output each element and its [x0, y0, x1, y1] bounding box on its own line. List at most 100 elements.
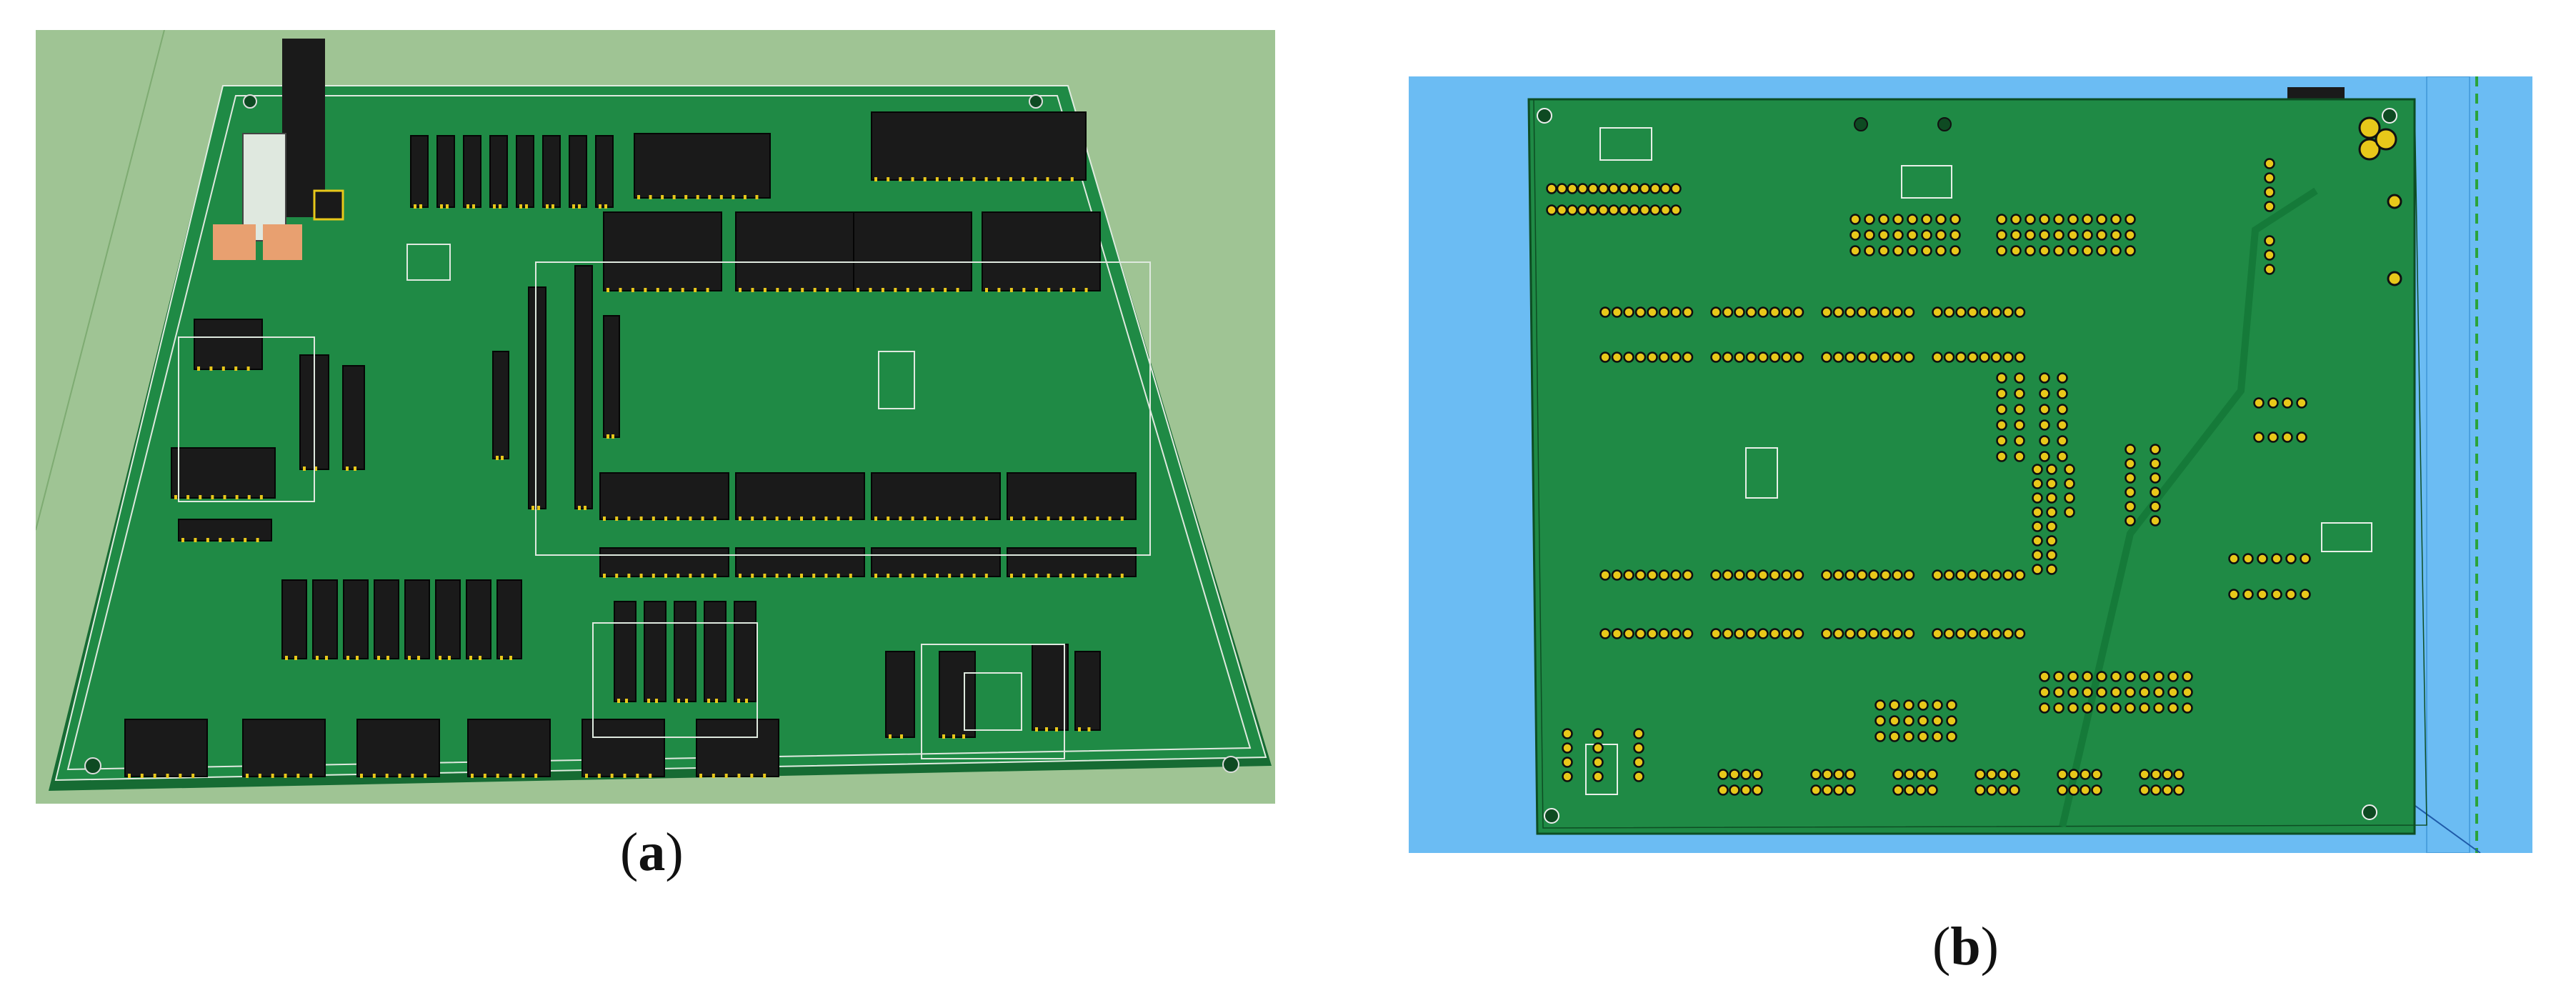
logo-mark	[1745, 447, 1778, 499]
header-pin	[952, 734, 955, 739]
header-pin	[689, 574, 692, 578]
pad	[1856, 351, 1868, 363]
pad	[2091, 769, 2102, 780]
header-pin	[776, 288, 779, 292]
logo-mark	[964, 672, 1022, 731]
module-outline	[535, 261, 1151, 556]
header-pin	[623, 774, 626, 778]
pad	[1562, 771, 1573, 782]
pad	[2182, 702, 2193, 714]
pad	[1844, 569, 1856, 581]
header-pin	[751, 517, 754, 521]
pad	[1670, 204, 1682, 216]
power-pad	[2387, 271, 2402, 286]
pin-row	[599, 547, 729, 577]
header-pin	[812, 517, 816, 521]
pad	[1659, 183, 1672, 194]
header-pin	[669, 288, 672, 292]
pad	[1729, 784, 1740, 796]
pad	[2125, 515, 2136, 527]
pad	[2039, 435, 2050, 446]
pad	[1647, 569, 1658, 581]
pad	[2096, 702, 2107, 714]
header-pin	[1070, 177, 1074, 181]
pad	[2150, 784, 2162, 796]
pad	[2150, 769, 2162, 780]
header-pin	[1058, 177, 1062, 181]
header-pin	[655, 699, 658, 703]
jumper-header	[435, 579, 461, 659]
jumper-header	[466, 579, 491, 659]
pad	[1879, 351, 1892, 363]
pad	[2014, 451, 2025, 462]
header-pin	[509, 774, 512, 778]
pad	[2150, 515, 2161, 527]
terminal-connector	[242, 719, 326, 777]
pad	[1722, 569, 1734, 581]
pad	[1649, 183, 1661, 194]
header-pin	[294, 656, 297, 660]
pad	[1821, 306, 1832, 318]
pad	[2271, 553, 2282, 564]
header-pin	[414, 204, 416, 209]
pad	[2057, 451, 2068, 462]
pad	[1629, 204, 1640, 216]
power-jack	[282, 39, 325, 217]
pad	[1623, 306, 1634, 318]
pad	[1879, 569, 1892, 581]
header-pin	[737, 774, 741, 778]
pad	[2264, 158, 2275, 169]
pad	[1903, 306, 1915, 318]
pad	[2267, 397, 2279, 409]
pin-header	[735, 211, 854, 291]
pin-header	[1007, 472, 1137, 520]
pad	[2032, 478, 2043, 489]
pad	[1903, 628, 1915, 639]
pad	[2039, 245, 2050, 256]
pad	[1892, 628, 1903, 639]
pin-header	[603, 211, 722, 291]
pad	[1717, 784, 1729, 796]
header-pin	[1034, 517, 1038, 521]
pad	[1997, 784, 2009, 796]
header-pin	[578, 506, 581, 510]
header-pin	[960, 574, 964, 578]
pad	[1639, 204, 1651, 216]
jumper-header	[542, 135, 561, 208]
header-pin	[211, 495, 214, 499]
pad	[1577, 183, 1589, 194]
copper-trace	[2059, 187, 2318, 828]
header-pin	[685, 699, 688, 703]
pad	[2300, 553, 2311, 564]
pad	[2025, 245, 2036, 256]
pad	[1935, 245, 1947, 256]
board-outline	[1533, 99, 2427, 829]
header-pin	[900, 734, 903, 739]
power-pad	[2387, 194, 2402, 209]
header-pin	[824, 574, 828, 578]
pad	[1864, 229, 1875, 241]
header-pin	[801, 288, 804, 292]
jumper-header	[410, 135, 429, 208]
header-pin	[732, 195, 735, 199]
header-pin	[603, 517, 606, 521]
pad	[2267, 431, 2279, 443]
terminal-connector	[696, 719, 779, 777]
header-pin	[1072, 288, 1076, 292]
header-pin	[534, 774, 538, 778]
jumper-header	[734, 601, 757, 702]
header-pin	[812, 574, 816, 578]
pad	[2082, 671, 2093, 682]
pad	[2162, 769, 2173, 780]
header-pin	[1096, 517, 1099, 521]
pad	[1932, 731, 1943, 742]
header-pin	[585, 774, 588, 778]
pad	[1879, 628, 1892, 639]
header-pin	[715, 699, 718, 703]
jumper-header	[595, 135, 614, 208]
header-pin	[631, 288, 634, 292]
header-pin	[1072, 517, 1074, 521]
header-pin	[472, 204, 475, 209]
pad	[2053, 687, 2065, 698]
pad	[1932, 699, 1943, 711]
